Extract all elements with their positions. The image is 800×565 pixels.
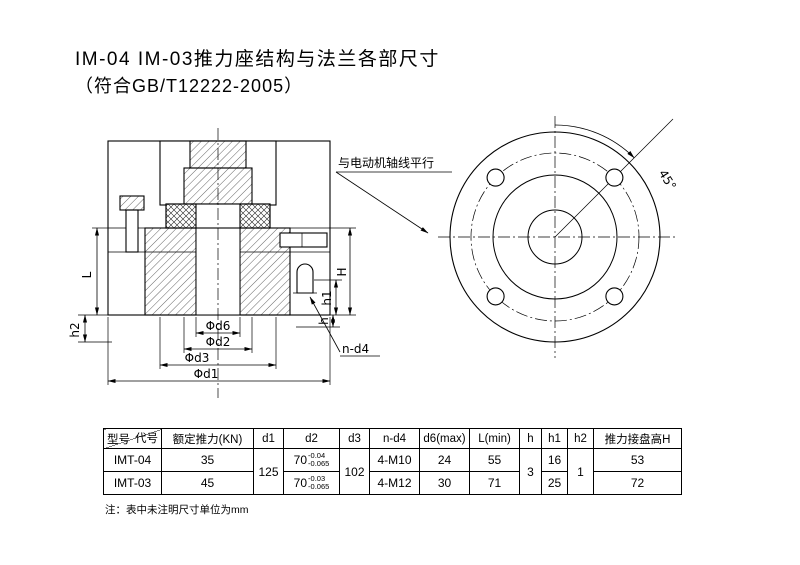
bolt-hole	[486, 287, 505, 306]
d2-tol-upper: -0.04	[308, 451, 326, 460]
dim-label-nd4: n-d4	[342, 342, 369, 356]
table-row-imt03: IMT-03 45 70 -0.03 -0.065 4-M12 30 71 25…	[103, 471, 682, 495]
header-d6max: d6(max)	[419, 428, 470, 449]
cell-h1: 16	[541, 448, 568, 472]
d2-tol-lower: -0.065	[308, 459, 330, 468]
cell-thrust: 45	[161, 471, 254, 495]
cell-d1: 125	[253, 448, 284, 495]
cell-h2: 1	[567, 448, 594, 495]
stud-bolt	[125, 209, 139, 253]
bolt-hole	[605, 168, 624, 187]
side-pin	[279, 232, 328, 248]
cell-d2: 70 -0.03 -0.065	[283, 471, 340, 495]
cell-Lmin: 55	[469, 448, 520, 472]
nd4-hole	[296, 263, 314, 294]
cell-H: 72	[593, 471, 682, 495]
table-row-imt04: IMT-04 35 125 70 -0.04 -0.065 102 4-M10 …	[103, 448, 682, 495]
bearing-nut-right	[239, 203, 271, 229]
cell-d2: 70 -0.04 -0.065	[283, 448, 340, 472]
header-d1: d1	[253, 428, 284, 449]
header-h2: h2	[567, 428, 594, 449]
d2-tol-lower: -0.065	[308, 482, 330, 491]
d2-base: 70	[293, 453, 308, 467]
d2-tol-upper: -0.03	[308, 474, 326, 483]
dim-label-h: h	[317, 317, 331, 325]
cell-nd4: 4-M12	[369, 471, 420, 495]
corner-bottom-label: 型号	[107, 434, 130, 446]
cross-section-view: L h2 H h1 h Φd6 Φd2 Φd3 Φd1 n-d4	[68, 128, 380, 398]
cell-d6max: 30	[419, 471, 470, 495]
bearing-nut-left	[165, 203, 197, 229]
d2-base: 70	[293, 476, 308, 490]
cell-model: IMT-04	[103, 448, 162, 472]
bolt-hole	[605, 287, 624, 306]
header-thrust: 额定推力(KN)	[161, 428, 254, 449]
dim-label-d1: Φd1	[194, 367, 219, 381]
cell-thrust: 35	[161, 448, 254, 472]
page-subtitle: （符合GB/T12222-2005）	[75, 76, 304, 96]
dim-label-d6: Φd6	[206, 319, 231, 333]
header-d2: d2	[283, 428, 340, 449]
cell-Lmin: 71	[469, 471, 520, 495]
header-h: h	[519, 428, 542, 449]
dim-label-h1: h1	[320, 290, 334, 305]
dim-label-d2: Φd2	[206, 335, 231, 349]
flange-front-view: 45° 与电动机轴线平行	[335, 116, 679, 358]
table-note: 注：表中未注明尺寸单位为mm	[105, 504, 249, 516]
bolt-hole	[486, 168, 505, 187]
header-d3: d3	[339, 428, 370, 449]
table-header-row: 代号 型号 额定推力(KN) d1 d2 d3 n-d4 d6(max) L(m…	[103, 428, 682, 449]
page-title: IM-04 IM-03推力座结构与法兰各部尺寸	[75, 49, 440, 70]
header-Lmin: L(min)	[469, 428, 520, 449]
cell-d3: 102	[339, 448, 370, 495]
angle-label: 45°	[656, 167, 679, 192]
cell-nd4: 4-M10	[369, 448, 420, 472]
dim-label-H: H	[335, 267, 349, 276]
dim-label-L: L	[80, 271, 94, 278]
cell-d6max: 24	[419, 448, 470, 472]
dim-label-h2: h2	[68, 322, 82, 337]
corner-top-label: 代号	[135, 433, 158, 445]
cell-H: 53	[593, 448, 682, 472]
header-h1: h1	[541, 428, 568, 449]
cell-model: IMT-03	[103, 471, 162, 495]
cell-h1: 25	[541, 471, 568, 495]
dimension-table: 代号 型号 额定推力(KN) d1 d2 d3 n-d4 d6(max) L(m…	[103, 428, 682, 495]
header-H: 推力接盘高H	[593, 428, 682, 449]
stud-bolt-head	[119, 195, 145, 211]
dim-label-d3: Φd3	[185, 351, 210, 365]
header-nd4: n-d4	[369, 428, 420, 449]
corner-header-cell: 代号 型号	[103, 428, 162, 449]
cell-h: 3	[519, 448, 542, 495]
axis-annotation: 与电动机轴线平行	[338, 155, 434, 170]
